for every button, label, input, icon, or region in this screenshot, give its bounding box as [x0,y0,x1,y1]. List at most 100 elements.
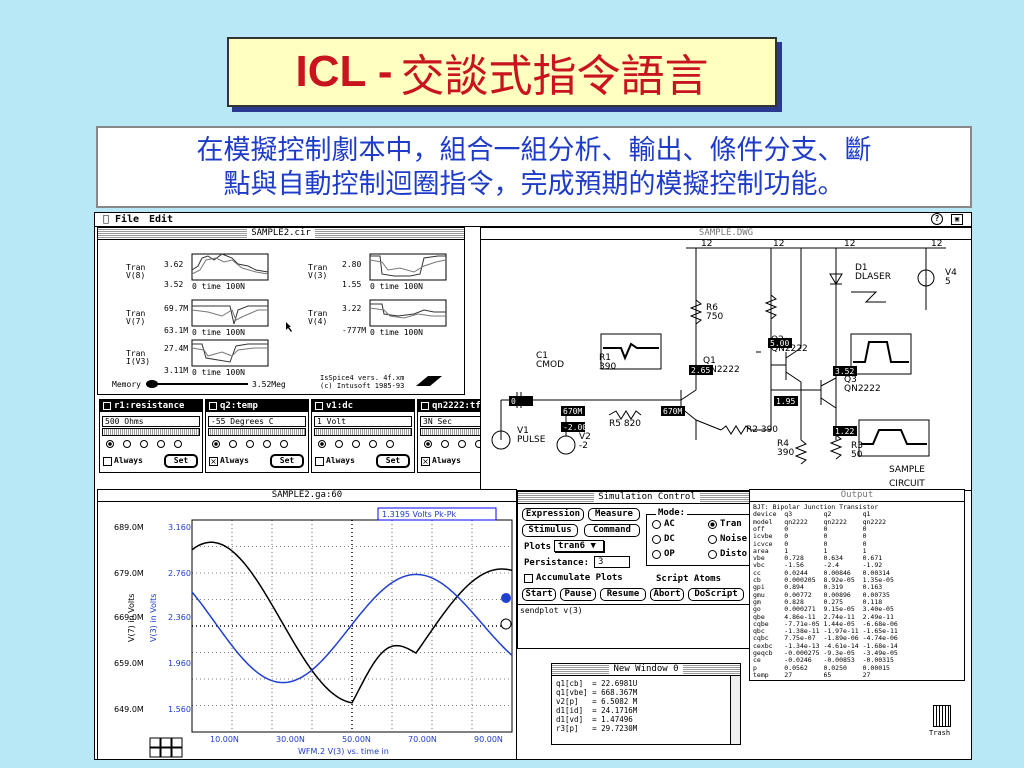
sweep-radio[interactable] [386,440,394,448]
sweep-radio[interactable] [106,440,114,448]
component-label: V4 [945,268,957,278]
component-label: 390 [599,362,616,372]
sweep-radio[interactable] [212,440,220,448]
sweep-slider[interactable] [208,428,306,436]
sweep-radio[interactable] [318,440,326,448]
titlebar[interactable]: SAMPLE.DWG [481,228,971,240]
measure-button[interactable]: Measure [588,508,640,521]
sweep-radio[interactable] [263,440,271,448]
titlebar[interactable]: SAMPLE2.ga:60 [98,490,516,502]
mode-dc-radio[interactable] [652,535,661,544]
sweep-radio[interactable] [157,440,165,448]
supply-label: 12 [844,240,855,249]
component-label: V1 [517,426,529,436]
expression-button[interactable]: Expression [522,508,584,521]
close-box-icon[interactable] [315,402,323,410]
output-line: gpi 0.894 0.319 0.163 [753,583,883,592]
accumulate-checkbox[interactable] [524,574,533,583]
sweep-radio[interactable] [280,440,288,448]
component-label: R4 [777,439,789,449]
sweep-slider[interactable] [102,428,200,436]
sweep-value-field[interactable]: 1 Volt [314,416,412,427]
doscript-button[interactable]: DoScript [688,588,744,601]
close-box-icon[interactable] [103,402,111,410]
sweep-radio[interactable] [424,440,432,448]
always-checkbox[interactable]: × [209,457,218,466]
sweep-value-field[interactable]: 500 Ohms [102,416,200,427]
output-line: geqcb -0.000275 -9.3e-05 -3.49e-05 [753,649,898,657]
supply-label: 12 [931,240,942,249]
script-console[interactable]: sendplot v(3) [518,604,776,649]
mode-noise-radio[interactable] [708,535,717,544]
sweep-radio[interactable] [458,440,466,448]
always-checkbox[interactable] [315,457,324,466]
menu-file[interactable]: File [115,214,140,225]
persistance-input[interactable]: 3 [594,556,630,568]
sweep-radio[interactable] [246,440,254,448]
copyright-line1: IsSpice4 vers. 4f.xm [320,374,405,382]
wire [785,347,802,359]
set-button[interactable]: Set [376,454,410,468]
trash-icon[interactable] [933,705,951,727]
copyright-line2: (c) Intusoft 1985-93 [320,382,405,390]
plot-top-v8: 3.62 [164,260,184,269]
abort-button[interactable]: Abort [650,588,684,601]
command-button[interactable]: Command [584,524,640,537]
mode-tran-radio[interactable] [708,520,717,529]
title-cjk: 交談式指令語言 [400,51,709,102]
sweep-title[interactable]: r1:resistance [100,400,202,412]
titlebar[interactable]: New Window 0 [552,664,740,676]
set-button[interactable]: Set [164,454,198,468]
source-v2 [556,435,576,455]
sweep-value-field[interactable]: -55 Degrees C [208,416,306,427]
sweep-radio[interactable] [229,440,237,448]
output-line: ce -0.0246 -0.00853 -0.00315 [753,656,894,665]
menu-edit[interactable]: Edit [149,214,174,225]
sweep-radio[interactable] [174,440,182,448]
close-box-icon[interactable] [209,402,217,410]
pause-button[interactable]: Pause [560,588,596,601]
mode-disto-radio[interactable] [708,550,717,559]
output-line: p 0.0562 0.0250 0.00015 [753,663,890,672]
menu-bar:  File Edit ? ▣ [95,213,971,227]
help-icon[interactable]: ? [931,213,943,225]
sweep-radio[interactable] [369,440,377,448]
close-box-icon[interactable] [421,402,429,410]
apple-icon[interactable]:  [103,214,109,225]
sweep-radio[interactable] [335,440,343,448]
set-button[interactable]: Set [270,454,304,468]
titlebar[interactable]: SAMPLE2.cir [98,228,464,240]
y-left-tick: 689.0M [114,523,144,532]
resume-button[interactable]: Resume [600,588,646,601]
output-line: temp 27 65 27 [753,670,871,679]
stimulus-button[interactable]: Stimulus [522,524,578,537]
mode-op-radio[interactable] [652,550,661,559]
probe-voltage-badge [768,338,792,348]
plots-select[interactable]: tran6 ▼ [554,540,604,552]
start-button[interactable]: Start [522,588,556,601]
sweep-radio[interactable] [140,440,148,448]
titlebar[interactable]: Output [750,490,964,502]
sweep-title[interactable]: v1:dc [312,400,414,412]
output-line: BJT: Bipolar Junction Transistor [753,503,879,511]
sweep-slider[interactable] [314,428,412,436]
sweep-radio[interactable] [123,440,131,448]
app-icon[interactable]: ▣ [951,214,963,225]
new-window-scrollbar[interactable] [730,676,740,744]
titlebar[interactable]: Simulation Control [518,492,776,504]
sweep-title[interactable]: q2:temp [206,400,308,412]
mode-ac-radio[interactable] [652,520,661,529]
sweep-radio[interactable] [441,440,449,448]
always-checkbox[interactable] [103,457,112,466]
resistor-r4 [794,439,808,465]
scope-tool-button [160,747,172,758]
probe-voltage: -2.00 [563,423,587,432]
sweep-radio[interactable] [352,440,360,448]
component-label: R5 820 [609,419,641,429]
always-checkbox[interactable]: × [421,457,430,466]
